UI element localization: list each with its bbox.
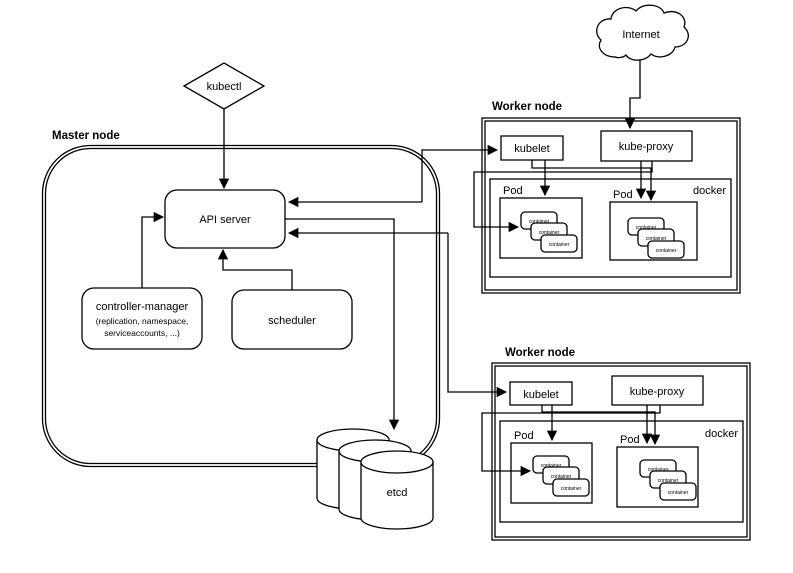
worker2-pod1-label: Pod bbox=[514, 430, 534, 442]
container-card bbox=[659, 482, 697, 501]
etcd-label: etcd bbox=[387, 487, 408, 499]
worker2-box bbox=[491, 362, 751, 541]
worker1-kube-proxy-box bbox=[600, 130, 693, 162]
container-label: container bbox=[541, 463, 562, 469]
worker2-docker-label: docker bbox=[705, 428, 738, 440]
scheduler-label: scheduler bbox=[268, 315, 316, 327]
connector-controller-manager-to-api-server bbox=[141, 211, 165, 288]
worker1-docker-label: docker bbox=[693, 185, 726, 197]
worker2-kubelet-box bbox=[509, 381, 573, 406]
worker1-title: Worker node bbox=[492, 101, 562, 113]
controller-manager-sub2: serviceaccounts, ...) bbox=[104, 328, 180, 338]
worker2-kubelet-label: kubelet bbox=[523, 389, 558, 401]
etcd-cylinders-icon: etcd bbox=[316, 428, 434, 530]
controller-manager-sub1: (replication, namespace, bbox=[96, 316, 189, 326]
internet-cloud-icon bbox=[596, 4, 689, 61]
worker2-kube-proxy-box bbox=[611, 375, 704, 406]
worker2-pod2-box bbox=[616, 446, 699, 508]
worker1-pod1-containers: container container container bbox=[520, 211, 578, 253]
kubectl-label: kubectl bbox=[207, 81, 242, 93]
worker2-pod2-label: Pod bbox=[620, 434, 640, 446]
connector-api-server-to-etcd bbox=[285, 218, 400, 431]
connector-kubelet1-to-pod2 bbox=[531, 160, 657, 202]
worker2-kube-proxy-label: kube-proxy bbox=[630, 386, 685, 398]
worker2-pod2-containers: container container container bbox=[639, 459, 697, 501]
container-label: container bbox=[539, 230, 560, 236]
worker1-pod1-box bbox=[499, 197, 583, 259]
worker1-kubelet-label: kubelet bbox=[514, 143, 549, 155]
worker1-docker-box bbox=[489, 178, 732, 278]
worker1-pod1-label: Pod bbox=[503, 185, 523, 197]
container-label: container bbox=[636, 225, 657, 231]
worker1-kubelet-box bbox=[500, 135, 564, 161]
worker1-box bbox=[481, 117, 741, 294]
container-card bbox=[540, 234, 578, 253]
worker1-pod2-containers: container container container bbox=[627, 217, 685, 259]
connector-api-server-to-worker2-kubelet bbox=[447, 233, 508, 398]
container-label: container bbox=[668, 490, 689, 496]
container-label: container bbox=[648, 467, 669, 473]
container-label: container bbox=[549, 242, 570, 248]
connector-kube-proxy1-to-pod1-containers bbox=[473, 161, 653, 233]
master-node-title: Master node bbox=[52, 130, 120, 142]
worker1-pod2-label: Pod bbox=[613, 189, 633, 201]
connector-kubelet2-to-pod2 bbox=[541, 405, 661, 446]
worker2-title: Worker node bbox=[505, 347, 575, 359]
connectors bbox=[141, 60, 661, 477]
connector-scheduler-to-api-server bbox=[217, 248, 293, 290]
worker-node-1: Worker node kubelet kube-proxy docker Po… bbox=[481, 101, 741, 294]
worker2-pod1-box bbox=[510, 442, 593, 504]
container-label: container bbox=[656, 248, 677, 254]
container-card bbox=[552, 478, 590, 497]
container-label: container bbox=[529, 219, 550, 225]
container-label: container bbox=[561, 486, 582, 492]
worker1-kube-proxy-label: kube-proxy bbox=[619, 141, 674, 153]
worker2-pod1-containers: container container container bbox=[532, 455, 590, 497]
container-card bbox=[647, 240, 685, 259]
container-label: container bbox=[658, 478, 679, 484]
worker-node-2: Worker node kubelet kube-proxy docker Po… bbox=[491, 347, 751, 541]
controller-manager-label: controller-manager bbox=[96, 301, 189, 313]
api-server-label: API server bbox=[199, 214, 251, 226]
master-node-box bbox=[41, 144, 441, 468]
container-label: container bbox=[646, 236, 667, 242]
connector-kube-proxy2-to-pod1-containers bbox=[481, 405, 661, 477]
internet-label: Internet bbox=[622, 29, 659, 41]
worker1-pod2-box bbox=[609, 201, 698, 261]
container-label: container bbox=[551, 474, 572, 480]
connector-internet-to-kube-proxy1 bbox=[624, 60, 641, 130]
kubectl-diamond-icon bbox=[182, 62, 266, 110]
connector-api-server-to-worker1-kubelet bbox=[421, 144, 499, 202]
